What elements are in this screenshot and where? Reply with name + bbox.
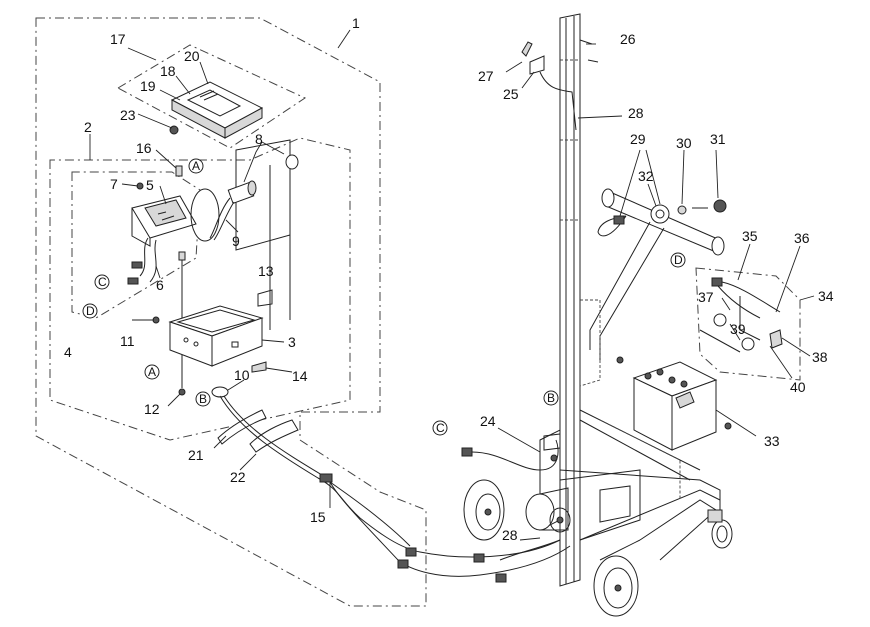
callout-10: 10	[234, 367, 250, 383]
callout-21: 21	[188, 447, 204, 463]
callout-32: 32	[638, 168, 654, 184]
connector-circles	[82, 158, 686, 436]
charger-cables	[699, 277, 783, 353]
callout-9: 9	[232, 233, 240, 249]
connector-c-label: C	[98, 275, 107, 289]
callout-30: 30	[676, 135, 692, 151]
callout-19: 19	[140, 78, 156, 94]
pad-22	[249, 419, 299, 453]
callout-38: 38	[812, 349, 828, 365]
cable-6	[127, 237, 186, 388]
connector-c-label: C	[436, 421, 445, 435]
callout-29: 29	[630, 131, 646, 147]
group-4-boundary	[71, 171, 201, 319]
callout-5: 5	[146, 177, 154, 193]
connector-circle-b2	[543, 390, 559, 406]
group-2-boundary	[49, 137, 351, 441]
handle-switch-parts	[597, 199, 727, 237]
circuit-board-5	[131, 195, 197, 247]
callout-18: 18	[160, 63, 176, 79]
connector-a-label: A	[192, 159, 200, 173]
callout-11: 11	[120, 333, 135, 349]
group-17-boundary	[116, 44, 307, 149]
callout-14: 14	[292, 368, 308, 384]
callout-28: 28	[628, 105, 644, 121]
callout-22: 22	[230, 469, 246, 485]
wheel-caster	[707, 509, 733, 549]
top-switch	[521, 41, 599, 131]
grommet-10	[211, 386, 229, 398]
connector-d-label: D	[674, 253, 683, 267]
group-1-boundary	[35, 17, 427, 607]
connector-d-label: D	[86, 304, 95, 318]
callout-2: 2	[84, 119, 92, 135]
pad-21	[217, 409, 267, 445]
connector-circle-c2	[432, 420, 448, 436]
wheel-rear	[593, 555, 639, 617]
connector-circle-a2	[144, 364, 160, 380]
callout-25: 25	[503, 86, 519, 102]
callout-17: 17	[110, 31, 126, 47]
callout-33: 33	[764, 433, 780, 449]
callout-26: 26	[620, 31, 636, 47]
callout-31: 31	[710, 131, 726, 147]
group-34-boundary	[695, 267, 801, 381]
callout-36: 36	[794, 230, 810, 246]
mounting-panel	[190, 139, 299, 330]
callout-20: 20	[184, 48, 200, 64]
motor	[525, 487, 571, 533]
callout-39: 39	[730, 321, 746, 337]
callout-1: 1	[352, 15, 360, 31]
connector-circle-d1	[82, 303, 98, 319]
display-unit	[170, 81, 264, 139]
screw-12	[178, 388, 186, 396]
callout-12: 12	[144, 401, 160, 417]
callout-7: 7	[110, 176, 118, 192]
cable-28-lower	[499, 539, 561, 561]
connector-a-label: A	[148, 365, 156, 379]
part-14	[251, 361, 267, 373]
connector-16	[175, 165, 183, 177]
callout-4: 4	[64, 344, 72, 360]
callout-24: 24	[480, 413, 496, 429]
callout-13: 13	[258, 263, 274, 279]
connector-circle-d2	[670, 252, 686, 268]
connector-b-label: B	[547, 391, 555, 405]
connector-b-label: B	[199, 392, 207, 406]
connector-circle-c1	[94, 274, 110, 290]
callout-8: 8	[255, 131, 263, 147]
callout-23: 23	[120, 107, 136, 123]
buzzer-9	[209, 180, 257, 241]
control-box-3	[168, 305, 264, 367]
leader-lines	[89, 29, 815, 541]
connector-circle-b1	[195, 391, 211, 407]
callout-3: 3	[288, 334, 296, 350]
plate-13	[257, 289, 273, 307]
callout-15: 15	[310, 509, 326, 525]
connector-circle-a1	[188, 158, 204, 174]
callout-37: 37	[698, 289, 714, 305]
wire-harness-15	[219, 395, 571, 583]
callout-34: 34	[818, 288, 834, 304]
battery-33	[616, 356, 732, 451]
callout-6: 6	[156, 277, 164, 293]
callout-27: 27	[478, 68, 494, 84]
cable-24	[461, 433, 561, 471]
wheel-left	[463, 479, 505, 541]
callout-16: 16	[136, 140, 152, 156]
callout-35: 35	[742, 228, 758, 244]
handle-bar	[579, 188, 725, 387]
callout-28: 28	[502, 527, 518, 543]
callout-40: 40	[790, 379, 806, 395]
